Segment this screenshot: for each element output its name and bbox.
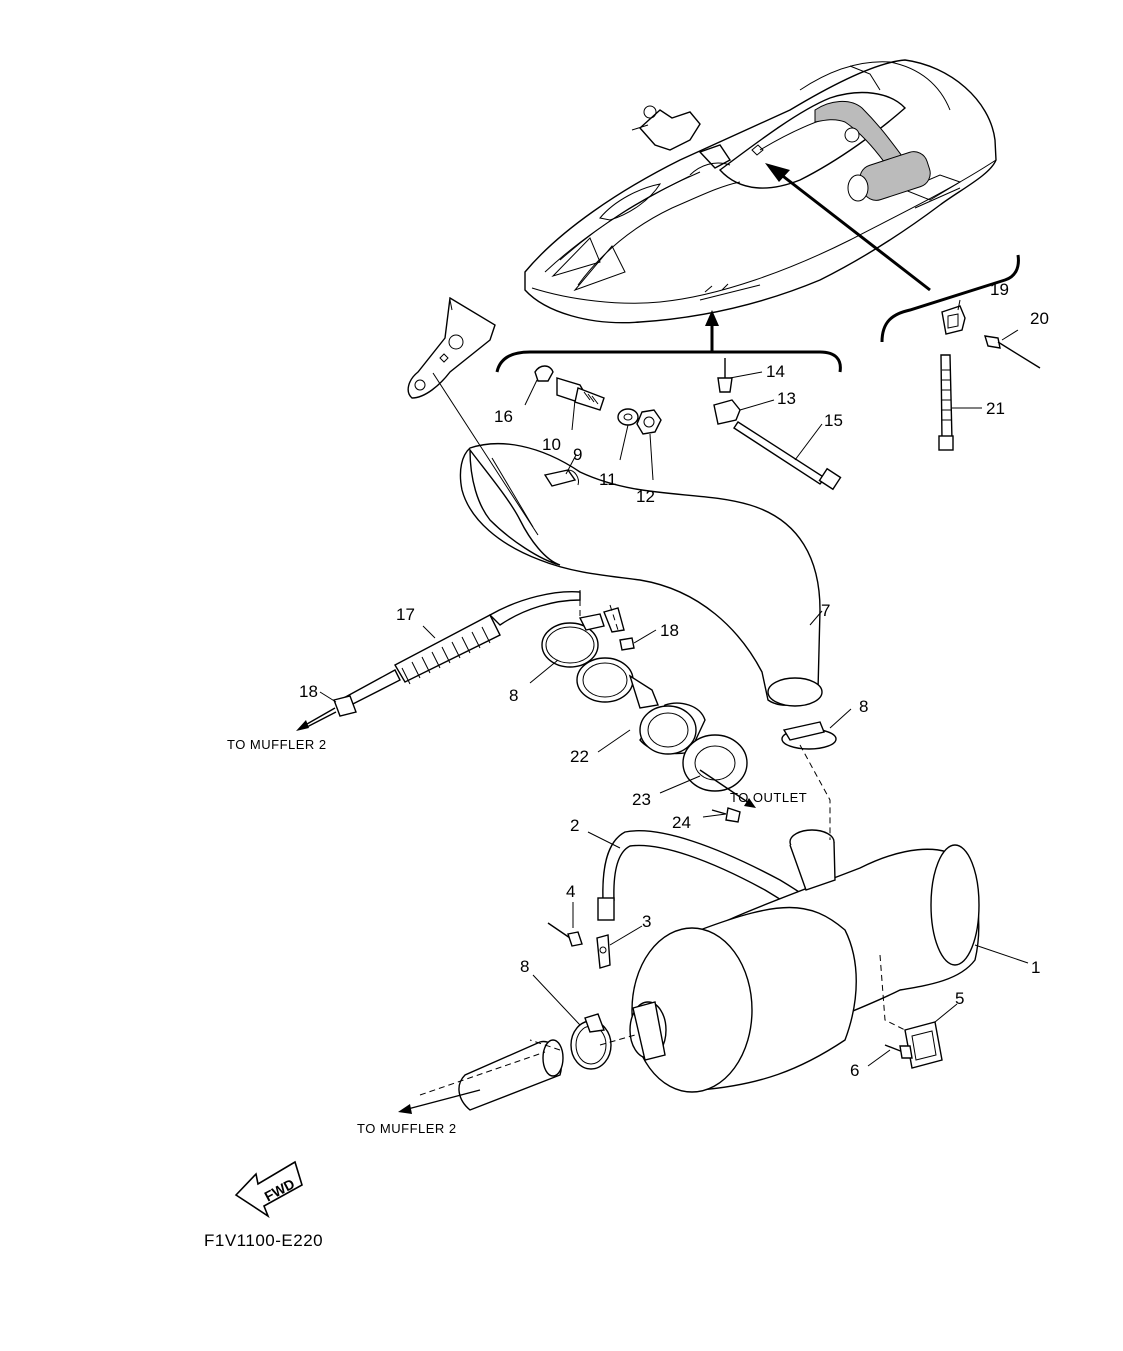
exhaust-bracket-plate bbox=[407, 296, 496, 399]
callout-3: 3 bbox=[642, 912, 651, 931]
diagram-code: F1V1100-E220 bbox=[204, 1231, 323, 1250]
callout-6: 6 bbox=[850, 1061, 859, 1080]
callout-13: 13 bbox=[777, 389, 796, 408]
nut-12 bbox=[636, 409, 662, 435]
callout-2: 2 bbox=[570, 816, 579, 835]
holder-13 bbox=[713, 399, 741, 425]
direction-arrows bbox=[296, 707, 756, 1114]
sleeve-22 bbox=[576, 657, 706, 755]
leader-lines bbox=[319, 299, 1029, 1067]
holder-19 bbox=[941, 305, 966, 335]
callout-23: 23 bbox=[632, 790, 651, 809]
clip-18-left bbox=[304, 695, 357, 729]
callout-22: 22 bbox=[570, 747, 589, 766]
note-to-muffler-2-upper: TO MUFFLER 2 bbox=[227, 737, 327, 752]
muffler-1 bbox=[629, 829, 980, 1093]
note-to-outlet: TO OUTLET bbox=[730, 790, 807, 805]
hose-clamp-8-lower bbox=[570, 1013, 612, 1070]
assembly-arrows bbox=[705, 163, 931, 352]
rivet-14 bbox=[717, 358, 733, 393]
callout-8-lower: 8 bbox=[520, 957, 529, 976]
callout-labels: 1 2 3 4 5 6 7 8 8 8 9 10 11 12 13 14 15 … bbox=[299, 280, 1049, 1080]
callout-11: 11 bbox=[599, 470, 617, 489]
washer-11 bbox=[617, 408, 639, 426]
bracket-right bbox=[880, 254, 1020, 343]
callout-9: 9 bbox=[573, 445, 582, 464]
rivet-6 bbox=[884, 1044, 913, 1059]
bracket-3 bbox=[596, 934, 611, 969]
rivet-20 bbox=[984, 335, 1041, 369]
hose-17 bbox=[339, 590, 581, 709]
rivet-4 bbox=[547, 922, 583, 947]
clip-18-right bbox=[603, 607, 635, 651]
callout-18-left: 18 bbox=[299, 682, 318, 701]
hull-exhaust-highlight bbox=[814, 101, 931, 202]
watercraft-illustration bbox=[524, 59, 997, 324]
clip-9 bbox=[543, 469, 579, 487]
callout-14: 14 bbox=[766, 362, 785, 381]
callout-7: 7 bbox=[821, 601, 830, 620]
callout-12: 12 bbox=[636, 487, 655, 506]
callout-4: 4 bbox=[566, 882, 575, 901]
cable-tie-15 bbox=[733, 421, 842, 491]
bolt-10 bbox=[556, 377, 605, 411]
hose-clamp-8-upper bbox=[541, 613, 605, 668]
callout-20: 20 bbox=[1030, 309, 1049, 328]
callout-16: 16 bbox=[494, 407, 513, 426]
callout-8-mid: 8 bbox=[859, 697, 868, 716]
callout-17: 17 bbox=[396, 605, 415, 624]
outgoing-pipe bbox=[458, 1039, 564, 1111]
callout-24: 24 bbox=[672, 813, 691, 832]
callout-18-right: 18 bbox=[660, 621, 679, 640]
gasket-23 bbox=[682, 734, 748, 792]
fwd-arrow-icon: FWD bbox=[234, 1160, 303, 1219]
callout-19: 19 bbox=[990, 280, 1009, 299]
plate-5 bbox=[904, 1021, 943, 1069]
callout-15: 15 bbox=[824, 411, 843, 430]
callout-8-upper: 8 bbox=[509, 686, 518, 705]
assembly-lines bbox=[419, 590, 906, 1096]
callout-10: 10 bbox=[542, 435, 561, 454]
bracket-center bbox=[495, 350, 842, 373]
clip-16 bbox=[534, 365, 554, 382]
note-to-muffler-2-lower: TO MUFFLER 2 bbox=[357, 1121, 457, 1136]
callout-1: 1 bbox=[1031, 958, 1040, 977]
exhaust-pipe-7 bbox=[432, 372, 823, 707]
callout-21: 21 bbox=[986, 399, 1005, 418]
bolt-24 bbox=[711, 807, 741, 823]
hose-clamp-8-mid bbox=[781, 721, 837, 750]
callout-5: 5 bbox=[955, 989, 964, 1008]
strap-21 bbox=[938, 354, 954, 451]
